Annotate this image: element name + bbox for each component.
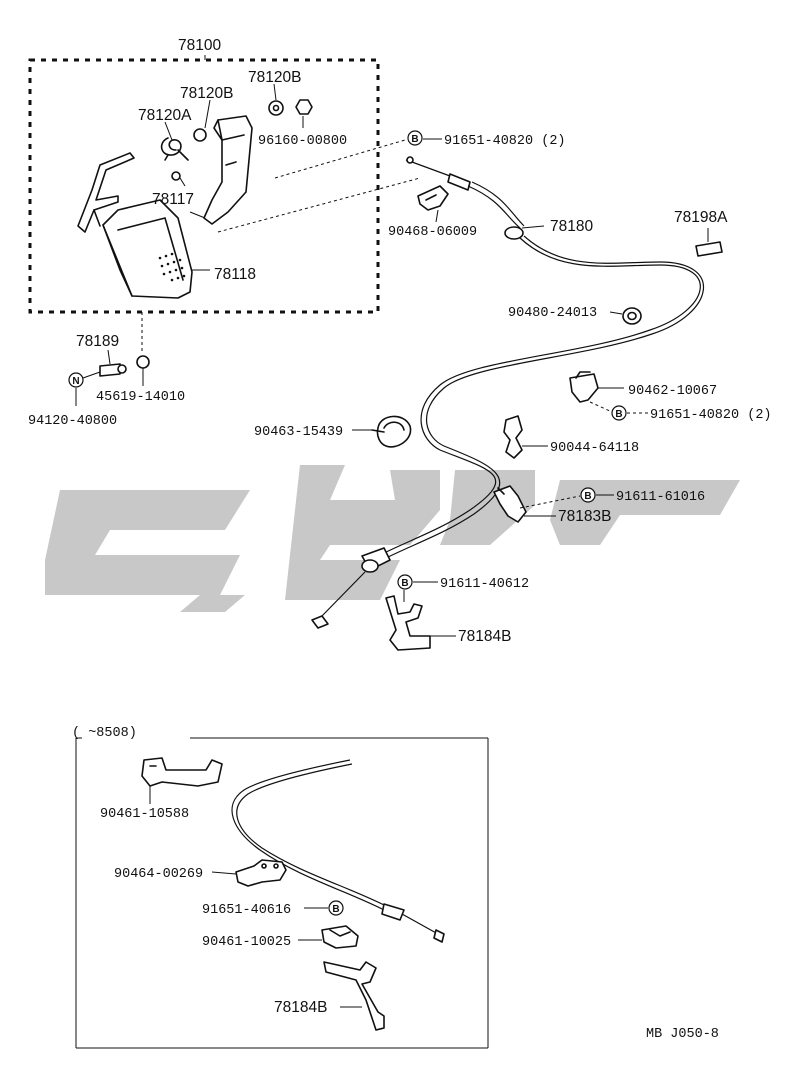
- badge-b-top: B: [411, 134, 418, 145]
- accelerator-pedal-arm: [77, 152, 135, 233]
- inset-panel: [75, 737, 489, 1049]
- label-90463: 90463-15439: [254, 425, 343, 440]
- label-78118: 78118: [214, 266, 256, 283]
- label-90044: 90044-64118: [550, 441, 639, 456]
- bushing-78120b: [193, 100, 284, 142]
- spring-78120a: [160, 137, 189, 161]
- label-45619: 45619-14010: [96, 390, 185, 405]
- assembly-78100-box: [28, 58, 380, 314]
- bracket-78183b: [493, 485, 527, 523]
- clamp-90463: [371, 415, 412, 448]
- label-91611-40612: 91611-40612: [440, 577, 529, 592]
- nut-96160: [295, 99, 313, 115]
- label-90461-10588: 90461-10588: [100, 807, 189, 822]
- label-78189: 78189: [76, 333, 119, 350]
- label-78184b-top: 78184B: [458, 628, 511, 645]
- pedal-stopper: [99, 355, 150, 377]
- label-78120b-b: 78120B: [180, 85, 233, 102]
- label-91651-top: 91651-40820 (2): [444, 134, 566, 149]
- grommet-90480: [622, 307, 642, 325]
- label-90464: 90464-00269: [114, 867, 203, 882]
- clip-90468: [417, 185, 449, 211]
- inset-title: ( ~8508): [72, 726, 137, 741]
- pedal-bracket-78117: [203, 115, 253, 225]
- label-94120: 94120-40800: [28, 414, 117, 429]
- badge-b-mid: B: [615, 409, 622, 420]
- accelerator-cable-78180: [311, 156, 704, 629]
- diagram-code: MB J050-8: [646, 1027, 719, 1042]
- badge-b-inset: B: [332, 904, 339, 915]
- inset-cable: [231, 759, 445, 943]
- dash-link-lower: [217, 177, 421, 233]
- label-90468: 90468-06009: [388, 225, 477, 240]
- label-78120a: 78120A: [138, 107, 192, 124]
- bracket-90461-10025: [321, 925, 359, 949]
- screw-small: [171, 171, 181, 181]
- bracket-78184b: [385, 595, 431, 651]
- label-91611-61016: 91611-61016: [616, 490, 705, 505]
- assembly-label: 78100: [178, 37, 221, 54]
- label-78117: 78117: [152, 191, 194, 208]
- label-91651-mid: 91651-40820 (2): [650, 408, 772, 423]
- label-78184b-inset: 78184B: [274, 999, 327, 1016]
- clamp-90464: [235, 859, 287, 887]
- badge-b-lower: B: [584, 491, 591, 502]
- badge-b-bottom: B: [401, 578, 408, 589]
- bracket-90461-10588: [141, 757, 223, 787]
- label-78198a: 78198A: [674, 209, 728, 226]
- clip-90044: [503, 415, 523, 459]
- label-90480: 90480-24013: [508, 306, 597, 321]
- pedal-pad-78118: [102, 199, 193, 299]
- label-78180: 78180: [550, 218, 593, 235]
- label-78120b-a: 78120B: [248, 69, 301, 86]
- label-90462: 90462-10067: [628, 384, 717, 399]
- bracket-90462: [569, 371, 599, 403]
- label-91651-40616: 91651-40616: [202, 903, 291, 918]
- label-90461-10025: 90461-10025: [202, 935, 291, 950]
- badge-n: N: [72, 376, 79, 387]
- label-78183b: 78183B: [558, 508, 611, 525]
- dash-link-upper: [274, 139, 406, 179]
- cable-end-78198a: [695, 241, 723, 257]
- watermark-logo: [45, 465, 740, 612]
- label-96160: 96160-00800: [258, 134, 347, 149]
- bracket-78184b-inset: [323, 961, 385, 1031]
